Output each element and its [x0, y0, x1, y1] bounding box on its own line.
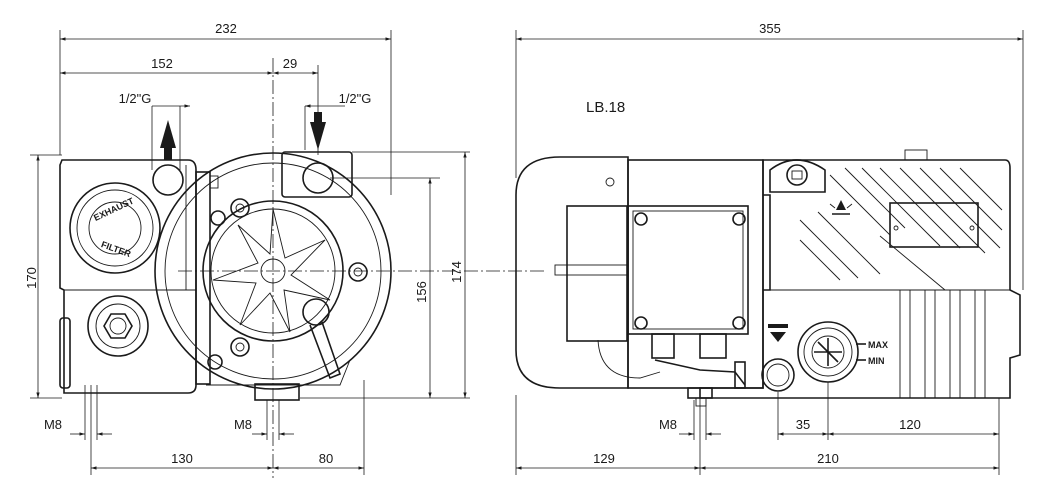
rotor-spokes [212, 208, 331, 333]
dim-sight-offset: 35 [796, 417, 810, 432]
dim-to-centre: 152 [151, 56, 173, 71]
exhaust-filter-cap: EXHAUST FILTER [69, 182, 161, 274]
pump-housing [699, 159, 1021, 399]
dim-offset: 29 [283, 56, 297, 71]
drain-plug [87, 295, 149, 357]
level-max: MAX [868, 340, 888, 350]
dim-side-bolt: M8 [659, 417, 677, 432]
filter-text-top: EXHAUST [92, 195, 136, 222]
dim-height-total: 174 [449, 261, 464, 283]
label-inlet-left: 1/2"G [119, 91, 152, 106]
dim-height: 170 [24, 267, 39, 289]
exhaust-arrow-icon [160, 120, 176, 148]
exhaust-housing [59, 159, 197, 394]
oil-drain-icon [768, 324, 788, 342]
dim-overall-width: 232 [215, 21, 237, 36]
oil-sight-glass: MAX MIN [797, 321, 888, 383]
label-inlet-right: 1/2"G [339, 91, 372, 106]
dim-bolt-mid: M8 [234, 417, 252, 432]
dim-overall-length: 355 [759, 21, 781, 36]
drain-plug-side [761, 358, 795, 392]
terminal-box [627, 205, 749, 335]
cooling-fins [799, 167, 1003, 291]
exhaust-port [152, 164, 184, 196]
dim-side-base-right: 210 [817, 451, 839, 466]
dim-sight-to-end: 120 [899, 417, 921, 432]
dim-height-inner: 156 [414, 281, 429, 303]
intake-arrow-icon [310, 122, 326, 150]
dim-side-base-left: 129 [593, 451, 615, 466]
model-label: LB.18 [586, 99, 625, 116]
dim-base-right: 80 [319, 451, 333, 466]
level-min: MIN [868, 356, 885, 366]
filter-text-bottom: FILTER [100, 239, 133, 259]
oil-filler-cap [769, 159, 826, 193]
vertical-fins [770, 289, 1010, 398]
front-view: 232 152 29 1/2"G 1/2"G EXHAUST [24, 21, 545, 478]
name-plate [889, 202, 979, 248]
side-view: LB.18 355 [515, 21, 1024, 475]
dim-base-left: 130 [171, 451, 193, 466]
oil-fill-icon [829, 200, 853, 215]
dim-bolt-left: M8 [44, 417, 62, 432]
motor-fan-cover [515, 156, 629, 389]
